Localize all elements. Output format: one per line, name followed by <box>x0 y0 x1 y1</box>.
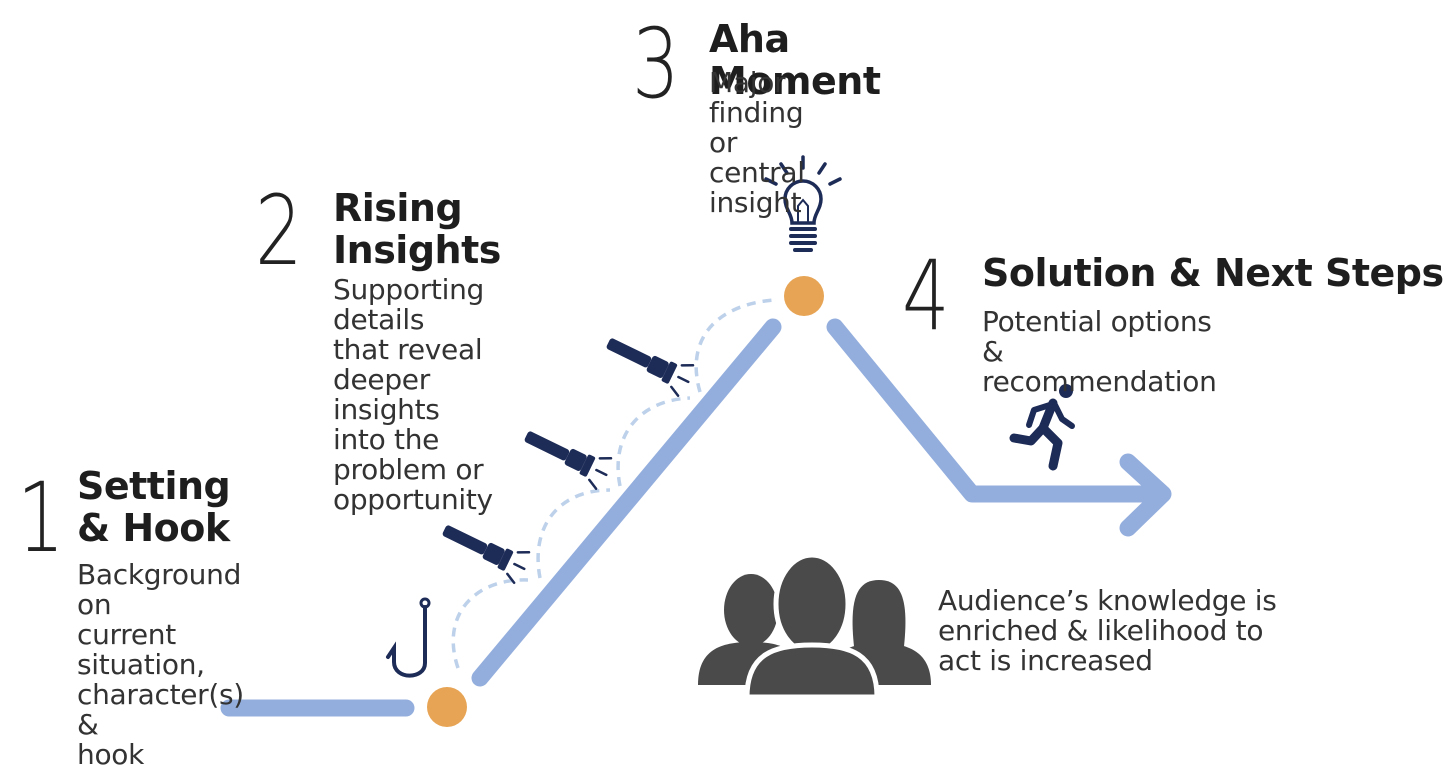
audience-group-icon <box>698 552 931 700</box>
dashed-arc <box>451 578 529 669</box>
story-path <box>220 318 1172 717</box>
stage-number: 2 <box>255 175 303 287</box>
dashed-arc <box>694 298 775 393</box>
flashlight-icon <box>442 525 531 585</box>
stage-title: Rising Insights <box>333 186 501 272</box>
path-rising-segment <box>471 318 782 687</box>
path-falling-segment <box>826 318 1167 503</box>
center-person-silhouette <box>744 552 880 700</box>
stage-description: Supporting details that reveal deeper in… <box>333 273 493 516</box>
running-person-icon <box>1009 384 1075 471</box>
stage-number: 1 <box>17 462 65 574</box>
stage-description: Background on current situation, charact… <box>77 558 244 771</box>
peak-node <box>784 276 824 316</box>
stage-description: Major finding or central insight <box>709 66 805 219</box>
stage-title: Aha Moment <box>709 17 881 103</box>
stage-number: 3 <box>632 8 680 120</box>
flashlight-icon <box>524 431 613 491</box>
dashed-arc <box>616 396 691 487</box>
stage-description: Potential options & recommendation <box>982 305 1217 398</box>
flashlight-icon <box>606 338 695 398</box>
stage-title: Setting & Hook <box>77 464 231 550</box>
stage-number: 4 <box>902 240 950 352</box>
stage-title: Solution & Next Steps <box>982 251 1444 295</box>
audience-caption: Audience’s knowledge is enriched & likel… <box>938 584 1277 677</box>
fishhook-icon <box>386 597 431 678</box>
start-node <box>427 687 467 727</box>
dashed-arc <box>536 488 611 579</box>
arrow-right-icon <box>1119 453 1172 537</box>
dashed-insight-arcs <box>451 298 775 669</box>
lightbulb-icon <box>764 155 842 252</box>
